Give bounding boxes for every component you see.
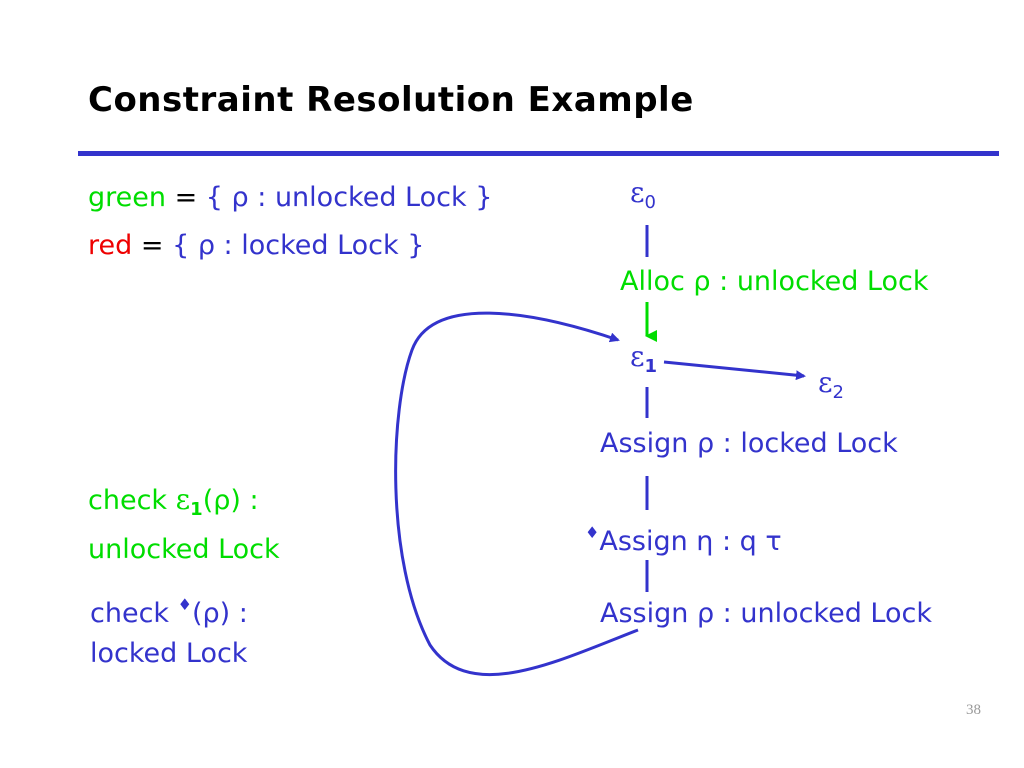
check2-arg: (ρ) : [191, 598, 248, 629]
green-set: { ρ : unlocked Lock } [205, 182, 493, 213]
red-set: { ρ : locked Lock } [172, 230, 425, 261]
diamond-icon: ♦ [585, 523, 600, 542]
assign1-label: Assign ρ : locked Lock [600, 428, 898, 459]
eps2-sub: 2 [832, 382, 844, 403]
alloc-label: Alloc ρ : unlocked Lock [620, 266, 929, 297]
check2-line2: locked Lock [90, 638, 248, 669]
check-diamond: check ♦(ρ) : locked Lock [90, 585, 248, 674]
assign2-label: ♦Assign η : q τ [585, 523, 782, 557]
red-equals: = [132, 230, 173, 261]
eps1-sub: 1 [644, 356, 658, 377]
check-eps1: check ε1(ρ) : unlocked Lock [88, 480, 280, 570]
slide-title: Constraint Resolution Example [88, 80, 694, 120]
check1-line2: unlocked Lock [88, 534, 280, 565]
check1-sub: 1 [190, 499, 203, 520]
eps0-node: ε0 [630, 176, 656, 213]
check1-arg: (ρ) : [202, 485, 259, 516]
check2-prefix: check [90, 598, 178, 629]
green-definition: green = { ρ : unlocked Lock } [88, 182, 492, 213]
red-definition: red = { ρ : locked Lock } [88, 230, 424, 261]
red-label: red [88, 230, 133, 261]
edge-eps1-eps2 [663, 360, 806, 381]
eps2-symbol: ε [818, 366, 833, 399]
eps0-symbol: ε [630, 176, 645, 209]
check1-eps: ε [175, 483, 191, 516]
green-label: green [88, 182, 166, 213]
page-number: 38 [966, 702, 981, 718]
eps1-symbol: ε [630, 340, 645, 373]
assign3-label: Assign ρ : unlocked Lock [600, 598, 933, 629]
edge-loop-back [394, 311, 639, 677]
title-divider [78, 151, 999, 156]
check1-prefix: check [88, 485, 176, 516]
diamond-icon: ♦ [177, 595, 192, 614]
eps2-node: ε2 [818, 366, 844, 403]
green-equals: = [165, 182, 206, 213]
eps1-node: ε1 [630, 340, 657, 377]
assign2-text: Assign η : q τ [599, 526, 782, 557]
eps0-sub: 0 [644, 192, 656, 213]
